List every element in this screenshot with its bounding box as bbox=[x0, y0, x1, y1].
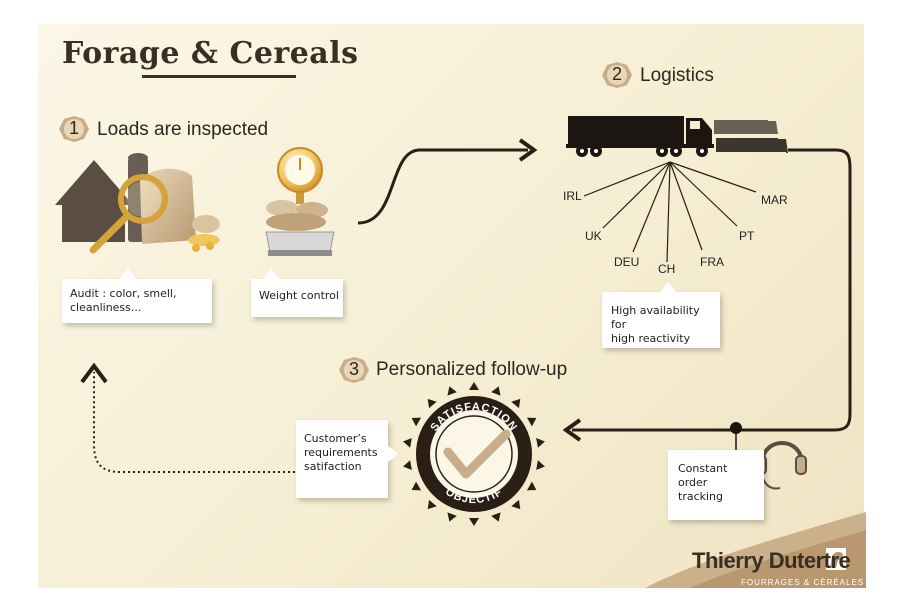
step-2-number: 2 bbox=[611, 64, 622, 84]
availability-line-1: High availability for bbox=[611, 304, 700, 331]
tracking-line-3: tracking bbox=[678, 490, 724, 503]
country-irl: IRL bbox=[563, 189, 582, 203]
audit-line-1: Audit : color, smell, bbox=[70, 287, 177, 300]
country-ch: CH bbox=[658, 262, 676, 276]
truck-icon bbox=[566, 116, 714, 157]
weight-text: Weight control bbox=[259, 289, 339, 302]
weight-callout: Weight control bbox=[251, 269, 343, 317]
logo-subtitle: FOURRAGES & CÉRÉALES bbox=[741, 578, 865, 587]
logo-name: Thierry Dutertre bbox=[692, 548, 851, 573]
distribution-lines bbox=[583, 161, 757, 263]
country-fra: FRA bbox=[700, 255, 724, 269]
tracking-line-2: order bbox=[678, 476, 708, 489]
country-deu: DEU bbox=[614, 255, 640, 269]
step-3-label: Personalized follow-up bbox=[376, 359, 568, 380]
country-pt: PT bbox=[739, 229, 755, 243]
satisfaction-seal: SATISFACTION OBJECTIF bbox=[403, 382, 545, 526]
logo-horse-icon bbox=[826, 548, 846, 570]
customer-callout: Customer’s requirements satifaction bbox=[296, 420, 398, 498]
step-3-number: 3 bbox=[348, 359, 359, 379]
audit-line-2: cleanliness... bbox=[70, 301, 142, 314]
step-1-label: Loads are inspected bbox=[97, 119, 269, 140]
weighing-scale-illustration bbox=[265, 147, 335, 256]
availability-line-2: high reactivity bbox=[611, 332, 691, 345]
customer-line-1: Customer’s bbox=[304, 432, 367, 445]
step-2-badge bbox=[602, 62, 632, 88]
customer-line-2: requirements bbox=[304, 446, 378, 459]
customer-line-3: satifaction bbox=[304, 460, 362, 473]
page-title: Forage & Cereals bbox=[62, 36, 359, 71]
tracking-point bbox=[730, 422, 742, 434]
country-mar: MAR bbox=[761, 193, 788, 207]
title-underline bbox=[142, 75, 296, 78]
step-2-label: Logistics bbox=[640, 65, 714, 86]
tracking-line-1: Constant bbox=[678, 462, 728, 475]
return-arrow bbox=[93, 372, 380, 473]
flow-arrow-to-logistics bbox=[357, 148, 528, 225]
tracking-callout: Constant order tracking bbox=[668, 450, 764, 520]
small-truck-icons bbox=[714, 120, 788, 154]
availability-callout: High availability for high reactivity bbox=[602, 282, 720, 348]
step-1-badge bbox=[59, 116, 89, 142]
step-1-number: 1 bbox=[68, 118, 79, 138]
step-3-badge bbox=[339, 357, 369, 383]
audit-callout: Audit : color, smell, cleanliness... bbox=[62, 269, 212, 323]
farm-inspection-illustration bbox=[55, 153, 220, 254]
country-uk: UK bbox=[585, 229, 602, 243]
flow-arrow-to-followup bbox=[572, 148, 852, 432]
